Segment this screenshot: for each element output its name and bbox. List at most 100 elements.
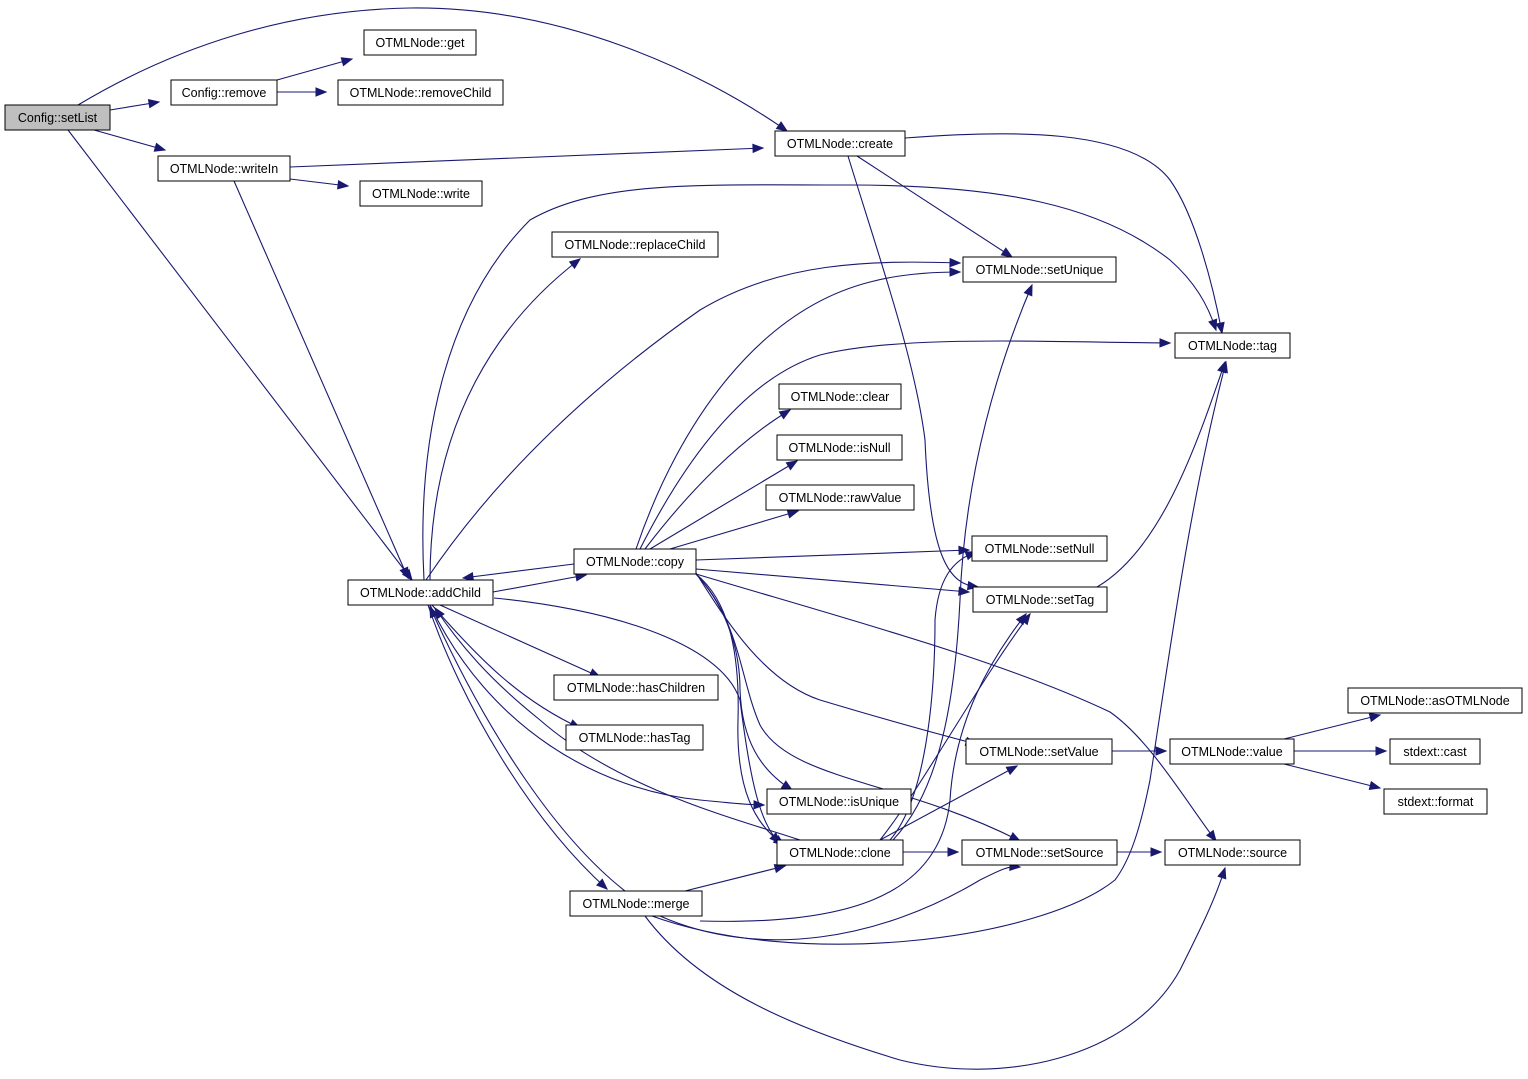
- edge-remove-to-removeChild: [277, 87, 328, 97]
- node-box[interactable]: [971, 535, 1108, 562]
- node-box[interactable]: [776, 839, 904, 866]
- node-box[interactable]: [170, 79, 278, 106]
- edge-addChild-to-merge: [427, 604, 608, 890]
- node-cast[interactable]: stdext::cast: [1389, 738, 1481, 765]
- arrowhead: [596, 878, 608, 890]
- node-clear[interactable]: OTMLNode::clear: [778, 383, 902, 410]
- node-label: OTMLNode::hasTag: [579, 731, 691, 745]
- node-removechild[interactable]: OTMLNode::removeChild: [337, 79, 504, 106]
- node-box[interactable]: [961, 839, 1118, 866]
- node-box[interactable]: [551, 231, 719, 258]
- node-label: OTMLNode::create: [787, 137, 893, 151]
- node-label: OTMLNode::copy: [586, 555, 685, 569]
- node-replacechild[interactable]: OTMLNode::replaceChild: [551, 231, 719, 258]
- arrowhead: [1150, 847, 1163, 857]
- arrowhead: [1005, 765, 1019, 776]
- edge-setList-to-remove: [109, 99, 161, 111]
- node-box[interactable]: [1347, 687, 1523, 714]
- edge-copy-to-tag: [639, 338, 1172, 550]
- node-box[interactable]: [1389, 738, 1481, 765]
- node-setnull[interactable]: OTMLNode::setNull: [971, 535, 1108, 562]
- node-box[interactable]: [972, 586, 1108, 613]
- node-setunique[interactable]: OTMLNode::setUnique: [962, 256, 1117, 283]
- node-get[interactable]: OTMLNode::get: [363, 29, 477, 56]
- node-settag[interactable]: OTMLNode::setTag: [972, 586, 1108, 613]
- edge-setList-to-writeIn: [93, 129, 167, 152]
- arrowhead: [147, 99, 161, 109]
- node-merge[interactable]: OTMLNode::merge: [569, 890, 703, 917]
- node-box[interactable]: [766, 788, 912, 815]
- node-addchild[interactable]: OTMLNode::addChild: [347, 579, 494, 606]
- node-label: OTMLNode::merge: [583, 897, 690, 911]
- node-box[interactable]: [363, 29, 477, 56]
- node-box[interactable]: [359, 180, 483, 207]
- node-label: OTMLNode::setValue: [979, 745, 1098, 759]
- node-box[interactable]: [1174, 332, 1291, 359]
- arrowhead: [1218, 360, 1228, 374]
- node-setsource[interactable]: OTMLNode::setSource: [961, 839, 1118, 866]
- node-box[interactable]: [337, 79, 504, 106]
- edge-addChild-to-hasTag: [431, 604, 582, 729]
- node-box[interactable]: [965, 738, 1113, 765]
- node-box[interactable]: [157, 155, 291, 182]
- node-label: Config::setList: [18, 111, 98, 125]
- edge-create-to-setTag: [847, 155, 980, 591]
- node-box[interactable]: [776, 434, 903, 461]
- node-haschildren[interactable]: OTMLNode::hasChildren: [553, 674, 719, 701]
- node-isunique[interactable]: OTMLNode::isUnique: [766, 788, 912, 815]
- node-source[interactable]: OTMLNode::source: [1164, 839, 1301, 866]
- node-label: OTMLNode::tag: [1188, 339, 1277, 353]
- node-box[interactable]: [778, 383, 902, 410]
- node-box[interactable]: [4, 104, 111, 131]
- node-box[interactable]: [774, 130, 906, 157]
- node-writein[interactable]: OTMLNode::writeIn: [157, 155, 291, 182]
- node-box[interactable]: [573, 548, 697, 575]
- node-layer: Config::setList Config::remove OTMLNode::g…: [4, 29, 1523, 917]
- arrowhead: [1368, 712, 1382, 723]
- node-isnull[interactable]: OTMLNode::isNull: [776, 434, 903, 461]
- node-label: OTMLNode::rawValue: [779, 491, 902, 505]
- node-label: OTMLNode::source: [1178, 846, 1287, 860]
- node-box[interactable]: [347, 579, 494, 606]
- arrowhead: [1208, 318, 1218, 332]
- arrowhead: [1000, 247, 1014, 258]
- arrowhead: [1015, 612, 1027, 626]
- node-format[interactable]: stdext::format: [1383, 788, 1488, 815]
- node-create[interactable]: OTMLNode::create: [774, 130, 906, 157]
- arrowhead: [778, 409, 792, 420]
- node-box[interactable]: [1383, 788, 1488, 815]
- node-box[interactable]: [1169, 738, 1295, 765]
- node-box[interactable]: [553, 674, 719, 701]
- node-box[interactable]: [565, 724, 704, 751]
- edge-setSource-to-source: [1117, 847, 1163, 857]
- arrowhead: [958, 586, 971, 596]
- node-rawvalue[interactable]: OTMLNode::rawValue: [765, 484, 915, 511]
- edge-addChild-to-copy: [492, 572, 588, 593]
- edge-setTag-to-tag: [1096, 360, 1227, 588]
- node-value[interactable]: OTMLNode::value: [1169, 738, 1295, 765]
- node-box[interactable]: [1164, 839, 1301, 866]
- edge-merge-to-setTag: [699, 612, 1027, 922]
- edge-merge-to-clone: [684, 863, 787, 892]
- node-box[interactable]: [765, 484, 915, 511]
- arrowhead: [568, 258, 582, 270]
- node-label: OTMLNode::setUnique: [976, 263, 1104, 277]
- node-remove[interactable]: Config::remove: [170, 79, 278, 106]
- edge-addChild-to-setUnique: [425, 257, 962, 581]
- node-hastag[interactable]: OTMLNode::hasTag: [565, 724, 704, 751]
- node-asotmlnode[interactable]: OTMLNode::asOTMLNode: [1347, 687, 1523, 714]
- node-label: OTMLNode::addChild: [360, 586, 481, 600]
- node-box[interactable]: [962, 256, 1117, 283]
- node-label: OTMLNode::clear: [791, 390, 890, 404]
- node-clone[interactable]: OTMLNode::clone: [776, 839, 904, 866]
- arrowhead: [949, 267, 962, 277]
- node-write[interactable]: OTMLNode::write: [359, 180, 483, 207]
- node-box[interactable]: [569, 890, 703, 917]
- node-setvalue[interactable]: OTMLNode::setValue: [965, 738, 1113, 765]
- node-label: stdext::cast: [1403, 745, 1467, 759]
- node-setlist[interactable]: Config::setList: [4, 104, 111, 131]
- edge-copy-to-rawValue: [669, 509, 800, 550]
- node-label: OTMLNode::value: [1181, 745, 1282, 759]
- node-tag[interactable]: OTMLNode::tag: [1174, 332, 1291, 359]
- node-copy[interactable]: OTMLNode::copy: [573, 548, 697, 575]
